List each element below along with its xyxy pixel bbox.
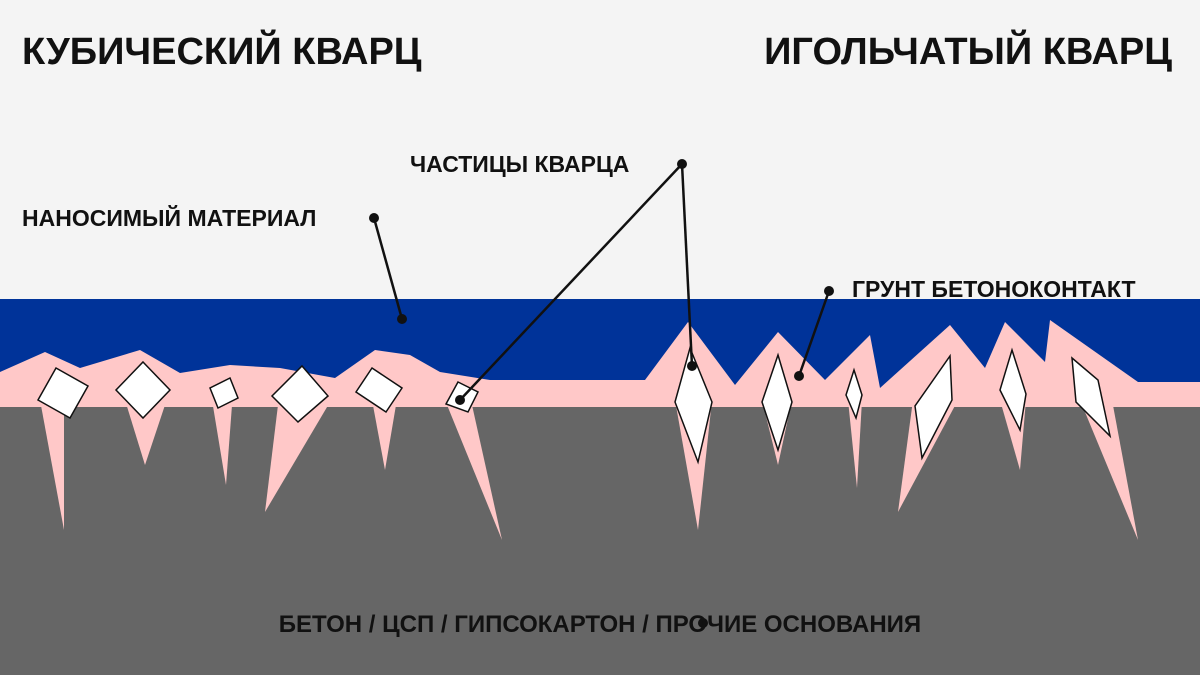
leader-lines	[372, 163, 831, 401]
leader-line-applied-material	[372, 217, 404, 320]
leader-dots	[369, 159, 834, 628]
cubic-quartz-particle	[209, 376, 239, 410]
needle-quartz-particle	[674, 345, 713, 465]
primer-spike	[848, 400, 862, 488]
leader-dot	[698, 618, 708, 628]
needle-quartz-particle	[999, 347, 1027, 433]
needle-quartz-particles	[674, 345, 1112, 465]
cubic-quartz-particle	[36, 366, 90, 420]
title-cubic-quartz: КУБИЧЕСКИЙ КВАРЦ	[22, 28, 422, 73]
needle-quartz-particle	[1071, 356, 1112, 439]
leader-dot	[397, 314, 407, 324]
primer-spike	[445, 400, 502, 540]
cubic-quartz-particle	[354, 366, 404, 414]
primer-spike	[898, 400, 958, 512]
primer-spike	[40, 400, 64, 530]
needle-quartz-particle	[914, 353, 953, 461]
primer-spikes-cubic	[40, 400, 502, 540]
primer-spike	[125, 400, 165, 465]
label-applied-material: НАНОСИМЫЙ МАТЕРИАЛ	[22, 204, 316, 231]
cubic-quartz-particle	[114, 360, 172, 420]
primer-spike	[1080, 400, 1138, 540]
leader-dot	[369, 213, 379, 223]
needle-quartz-particle	[761, 352, 793, 453]
label-quartz-particles: ЧАСТИЦЫ КВАРЦА	[410, 151, 629, 177]
primer-spike	[265, 402, 330, 512]
leader-dot	[677, 159, 687, 169]
leader-dot	[794, 371, 804, 381]
leader-line-particles-cubic	[459, 163, 683, 401]
leader-dot	[455, 395, 465, 405]
label-substrate: БЕТОН / ЦСП / ГИПСОКАРТОН / ПРОЧИЕ ОСНОВ…	[279, 611, 921, 638]
title-needle-quartz: ИГОЛЬЧАТЫЙ КВАРЦ	[764, 28, 1172, 73]
leader-dot	[687, 361, 697, 371]
needle-quartz-particle	[845, 367, 863, 421]
leader-dot	[824, 286, 834, 296]
substrate-layer	[0, 405, 1200, 675]
label-primer: ГРУНТ БЕТОНОКОНТАКТ	[852, 276, 1136, 302]
leader-line-primer	[797, 290, 831, 377]
cubic-quartz-particle	[270, 364, 330, 424]
leader-line-particles-needle	[680, 163, 694, 367]
primer-spike	[372, 400, 396, 470]
cubic-quartz-particles	[36, 360, 480, 424]
primer-spike	[212, 400, 232, 485]
